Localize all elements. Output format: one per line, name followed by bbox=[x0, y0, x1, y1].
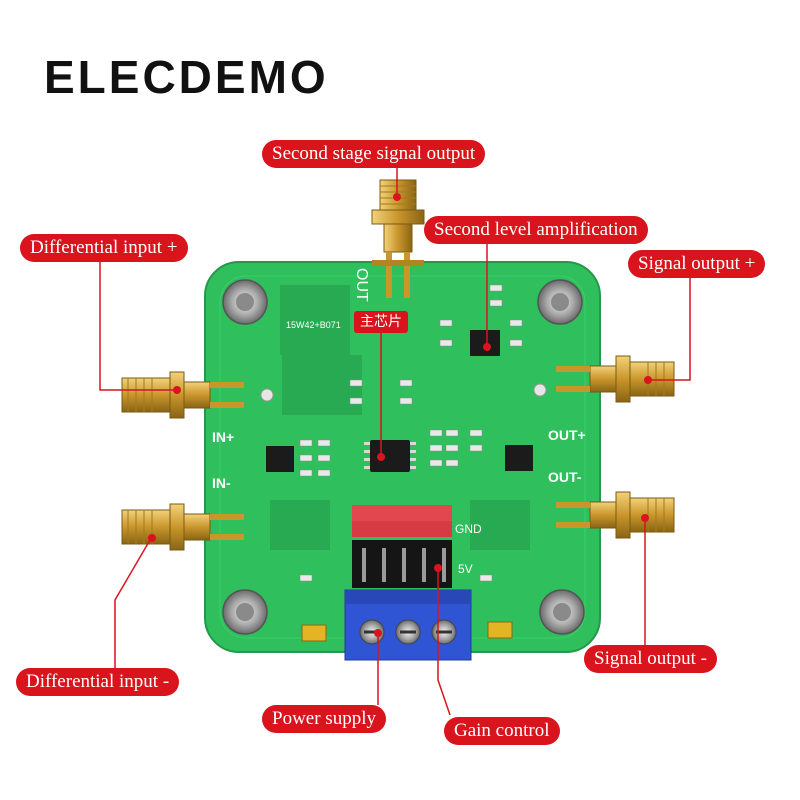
callout-gain-control: Gain control bbox=[444, 717, 560, 745]
callout-signal-output-minus: Signal output - bbox=[584, 645, 717, 673]
callout-main-chip: 主芯片 bbox=[354, 311, 408, 333]
brand-logo: ELECDEMO bbox=[44, 51, 329, 103]
callout-second-stage-output: Second stage signal output bbox=[262, 140, 486, 168]
callout-dots bbox=[148, 193, 652, 637]
silk-board-code: 15W42+B071 bbox=[286, 320, 341, 330]
ic-chips bbox=[266, 330, 533, 472]
silk-out-plus: OUT+ bbox=[548, 427, 586, 443]
sma-right-plus bbox=[556, 355, 675, 403]
sma-left-plus bbox=[121, 371, 244, 419]
sma-left-minus bbox=[121, 503, 244, 551]
sma-right-minus bbox=[556, 491, 675, 539]
power-terminal-block bbox=[344, 589, 472, 661]
callout-second-level-amplification: Second level amplification bbox=[424, 216, 648, 244]
callout-differential-input-minus: Differential input - bbox=[16, 668, 180, 696]
gain-jumper-header bbox=[352, 505, 452, 588]
silk-gnd: GND bbox=[455, 522, 482, 536]
silk-out: OUT bbox=[353, 268, 370, 302]
callout-signal-output-plus: Signal output + bbox=[628, 250, 766, 278]
callout-differential-input-plus: Differential input + bbox=[20, 234, 188, 262]
silk-in-minus: IN- bbox=[212, 475, 231, 491]
callout-power-supply: Power supply bbox=[262, 705, 386, 733]
silk-in-plus: IN+ bbox=[212, 429, 234, 445]
mounting-nuts bbox=[222, 279, 585, 635]
silk-5v: 5V bbox=[458, 562, 473, 576]
silk-out-minus: OUT- bbox=[548, 469, 582, 485]
callout-leaders bbox=[99, 168, 691, 716]
passive-components bbox=[299, 284, 523, 582]
